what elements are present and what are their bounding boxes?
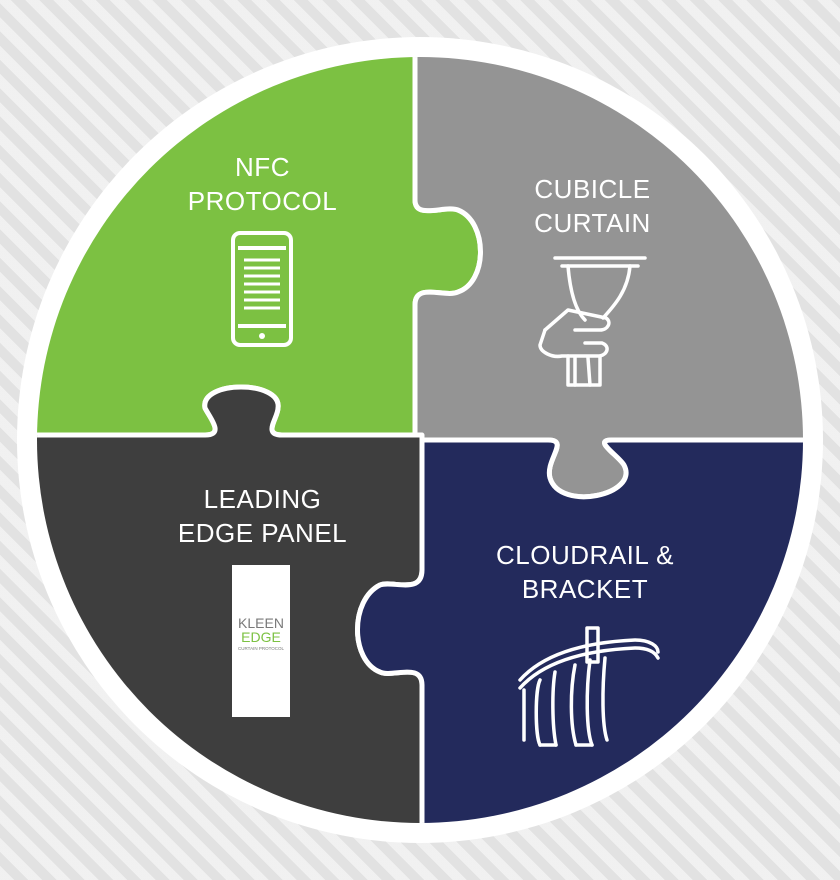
curtain-label-line1: CUBICLE: [534, 174, 651, 204]
logo-word-edge: EDGE: [241, 629, 281, 645]
panel-label-line2: EDGE PANEL: [177, 518, 348, 548]
kleen-edge-panel-icon: KLEEN EDGE CURTAIN PROTOCOL: [232, 565, 290, 717]
logo-tagline: CURTAIN PROTOCOL: [238, 646, 285, 651]
cloudrail-bracket-label: CLOUDRAIL & BRACKET: [480, 538, 690, 606]
smartphone-icon: [231, 231, 293, 347]
hand-gripping-curtain-icon: [538, 256, 647, 387]
curtain-label-line2: CURTAIN: [534, 208, 651, 238]
nfc-label-line1: NFC: [235, 152, 290, 182]
cubicle-curtain-label: CUBICLE CURTAIN: [515, 172, 670, 240]
nfc-protocol-label: NFC PROTOCOL: [185, 150, 340, 218]
leading-edge-panel-label: LEADING EDGE PANEL: [160, 482, 365, 550]
cloudrail-label-line1: CLOUDRAIL &: [496, 540, 674, 570]
cloudrail-label-line2: BRACKET: [521, 574, 649, 604]
nfc-label-line2: PROTOCOL: [187, 186, 338, 216]
panel-label-line1: LEADING: [203, 484, 322, 514]
curtain-rail-bracket-icon: [518, 626, 660, 747]
logo-word-kleen: KLEEN: [238, 615, 284, 631]
